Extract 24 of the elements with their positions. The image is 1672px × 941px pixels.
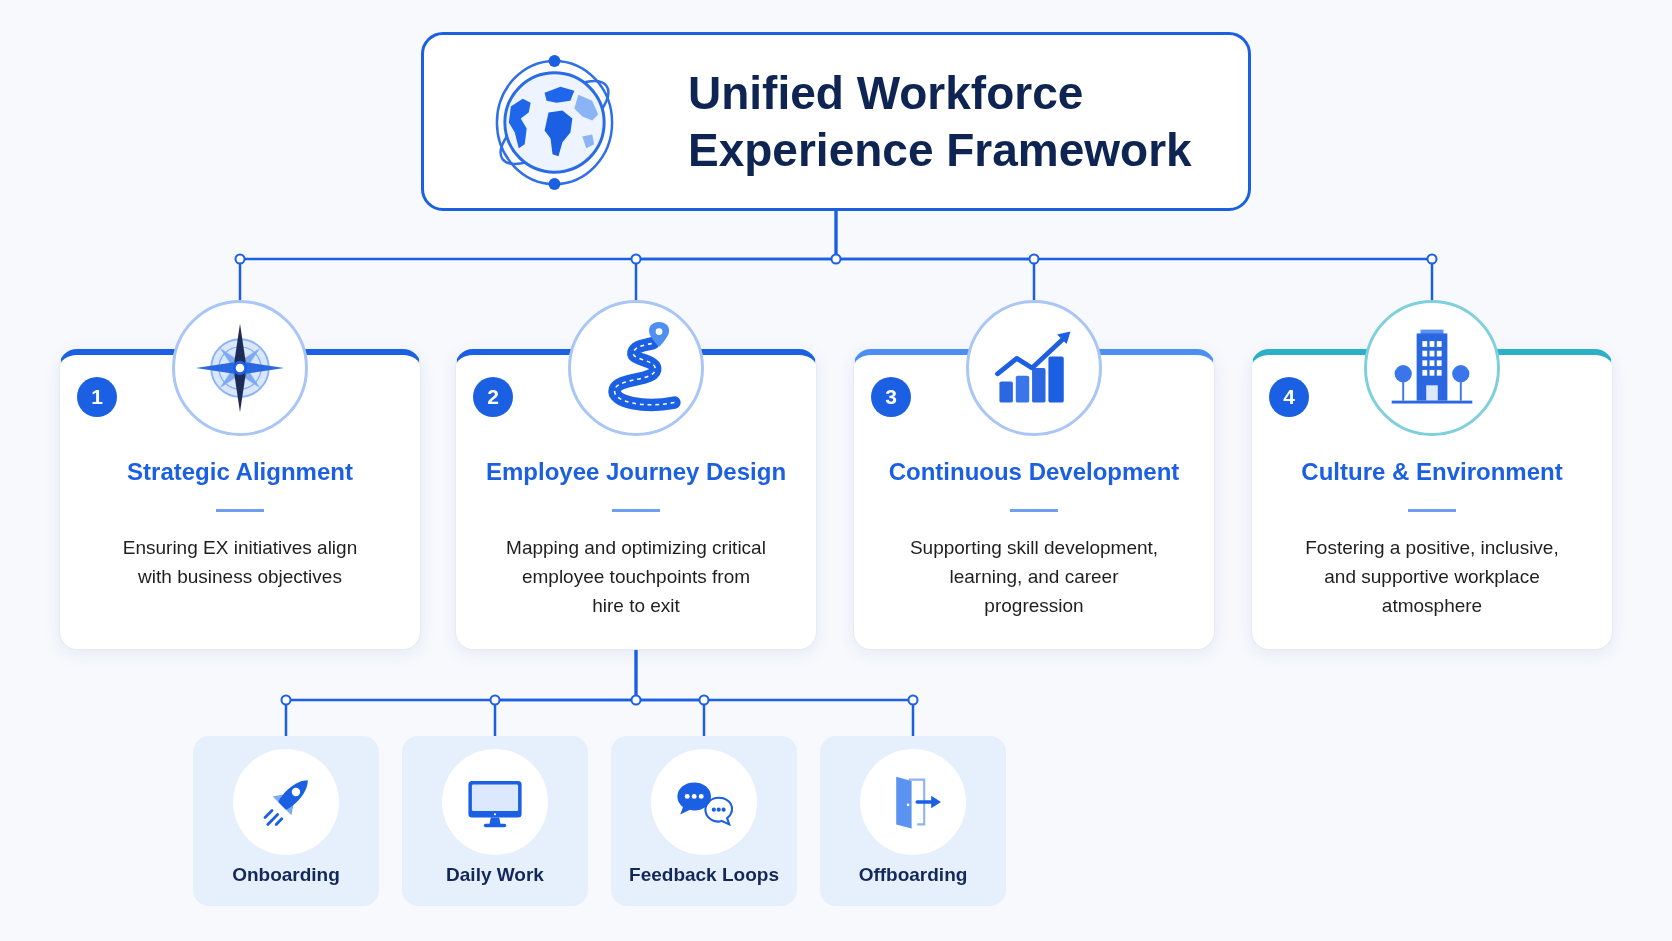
title-text: Unified Workforce Experience Framework xyxy=(688,66,1193,178)
step-number: 1 xyxy=(77,377,117,417)
stage-card xyxy=(402,736,588,906)
stage-card xyxy=(611,736,797,906)
connector-line xyxy=(634,650,915,736)
step-label: Daily Work xyxy=(445,863,545,887)
step-number: 4 xyxy=(1269,377,1309,417)
step-number: 2 xyxy=(473,377,513,417)
card-description: Supporting skill development, learning, and career progression xyxy=(908,536,1160,618)
card-heading: Strategic Alignment xyxy=(126,457,354,487)
stage-card xyxy=(193,736,379,906)
stage-card xyxy=(820,736,1006,906)
card-description: Mapping and optimizing critical employee touchpoints from hire to exit xyxy=(505,536,767,618)
step-label: Onboarding xyxy=(231,863,341,887)
step-label: Offboarding xyxy=(857,863,969,887)
title-box xyxy=(421,32,1251,211)
card-description: Ensuring EX initiatives align with business objectives xyxy=(121,536,359,589)
step-label: Feedback Loops xyxy=(628,863,780,887)
card-heading: Continuous Development xyxy=(887,457,1181,487)
card-description: Fostering a positive, inclusive, and supportive workplace atmosphere xyxy=(1304,536,1560,618)
step-number: 3 xyxy=(871,377,911,417)
connector-line xyxy=(834,211,1434,300)
card-heading: Employee Journey Design xyxy=(484,457,788,487)
card-heading: Culture & Environment xyxy=(1300,457,1564,487)
